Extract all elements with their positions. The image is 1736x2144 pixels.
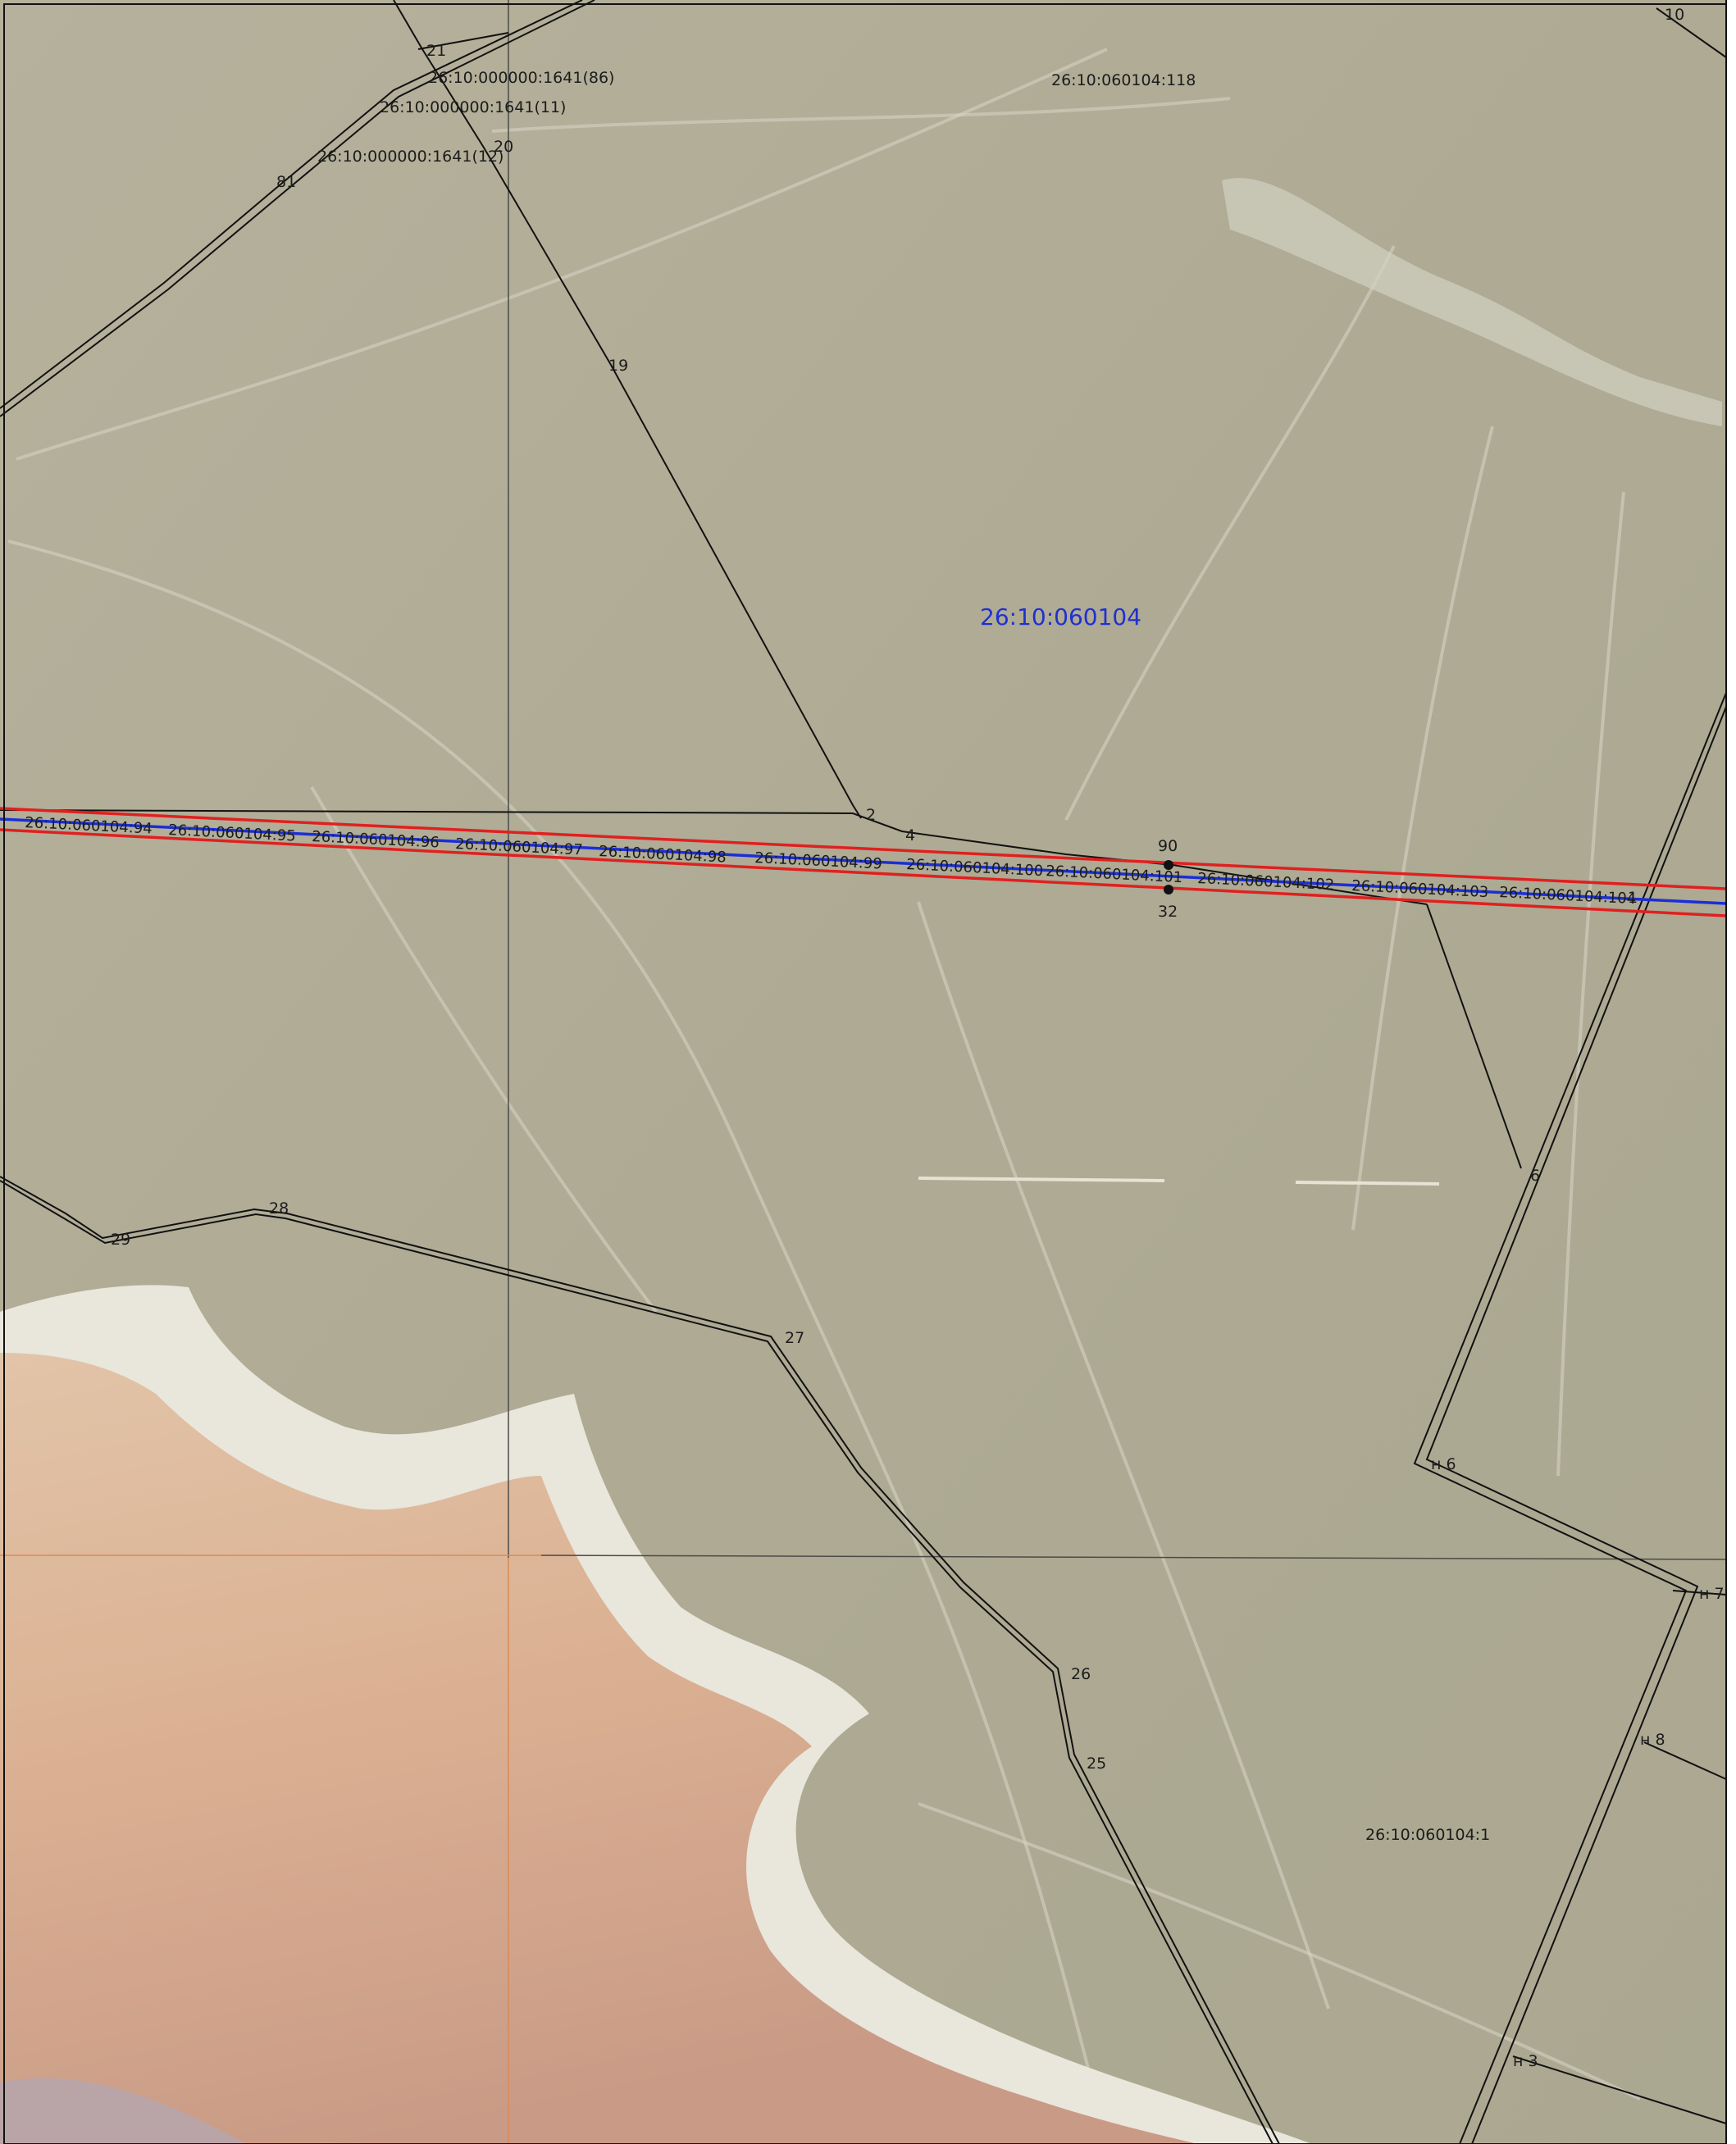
survey-points bbox=[1164, 860, 1173, 894]
cadastral-block-label: 26:10:060104 bbox=[980, 603, 1141, 630]
point-label-28: 28 bbox=[269, 1199, 289, 1218]
point-label-81: 81 bbox=[276, 173, 296, 191]
point-label-25: 25 bbox=[1087, 1755, 1106, 1773]
point-label-19: 19 bbox=[608, 357, 628, 375]
point-label-27: 27 bbox=[785, 1329, 804, 1347]
point-label-2: 2 bbox=[866, 806, 876, 824]
lakebed-dark-edge bbox=[0, 2078, 246, 2144]
parcel-label-1641-86: 26:10:000000:1641(86) bbox=[428, 69, 614, 87]
point-label-90: 90 bbox=[1158, 837, 1178, 855]
point-label-6: 6 bbox=[1530, 1167, 1540, 1185]
point-32-marker[interactable] bbox=[1164, 885, 1173, 894]
point-label-n7: н 7 bbox=[1699, 1585, 1725, 1603]
point-label-26: 26 bbox=[1071, 1665, 1091, 1683]
point-label-20: 20 bbox=[494, 138, 513, 156]
parcel-label-118: 26:10:060104:118 bbox=[1051, 71, 1196, 89]
parcel-label-1641-12: 26:10:000000:1641(12) bbox=[317, 148, 503, 166]
parcel-label-1641-11: 26:10:000000:1641(11) bbox=[380, 98, 566, 116]
point-label-1: 1 bbox=[1628, 889, 1638, 907]
point-label-21: 21 bbox=[426, 42, 446, 60]
point-90-marker[interactable] bbox=[1164, 860, 1173, 870]
salt-creek bbox=[1222, 178, 1722, 427]
point-labels: 21 20 81 19 2 4 90 32 1 6 н 6 н 7 н 8 н … bbox=[111, 6, 1725, 2070]
point-label-29: 29 bbox=[111, 1231, 130, 1249]
point-label-32: 32 bbox=[1158, 903, 1178, 921]
point-label-n8: н 8 bbox=[1640, 1731, 1665, 1749]
point-label-4: 4 bbox=[905, 826, 915, 844]
point-label-n6: н 6 bbox=[1431, 1455, 1456, 1473]
terrain-tracks bbox=[7, 48, 1641, 2144]
lakebed bbox=[0, 1353, 1197, 2144]
point-label-n3: н 3 bbox=[1513, 2052, 1538, 2070]
parcel-labels: 26:10:060104:118 26:10:060104:1 26:10:00… bbox=[317, 69, 1490, 1844]
map-white-margin bbox=[1726, 0, 1736, 2144]
parcel-label-1: 26:10:060104:1 bbox=[1365, 1826, 1490, 1844]
pipeline-corridor bbox=[0, 807, 1727, 917]
point-label-10: 10 bbox=[1665, 6, 1684, 24]
